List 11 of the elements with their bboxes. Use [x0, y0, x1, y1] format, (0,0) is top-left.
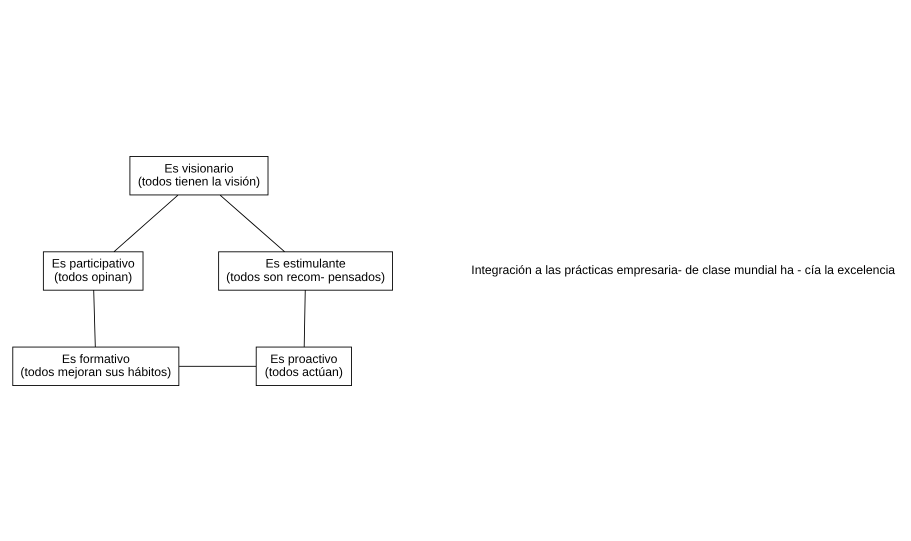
node-box: Es visionario (todos tienen la visión)	[129, 156, 268, 195]
label: Integración a las prácticas empresaria- de clase mundial ha - cía la excelencia	[471, 262, 896, 277]
node-box: Es estimulante (todos son recom- pensados)	[218, 250, 393, 290]
connector	[93, 289, 96, 347]
connector	[178, 365, 257, 366]
node-box: Es formativo (todos mejoran sus hábitos)	[12, 346, 180, 386]
connector	[114, 194, 178, 252]
connector	[220, 194, 286, 252]
connector	[304, 289, 306, 347]
node-box: Es participativo (todos opinan)	[42, 250, 144, 290]
node-box: Es proactivo (todos actúan)	[256, 346, 352, 386]
